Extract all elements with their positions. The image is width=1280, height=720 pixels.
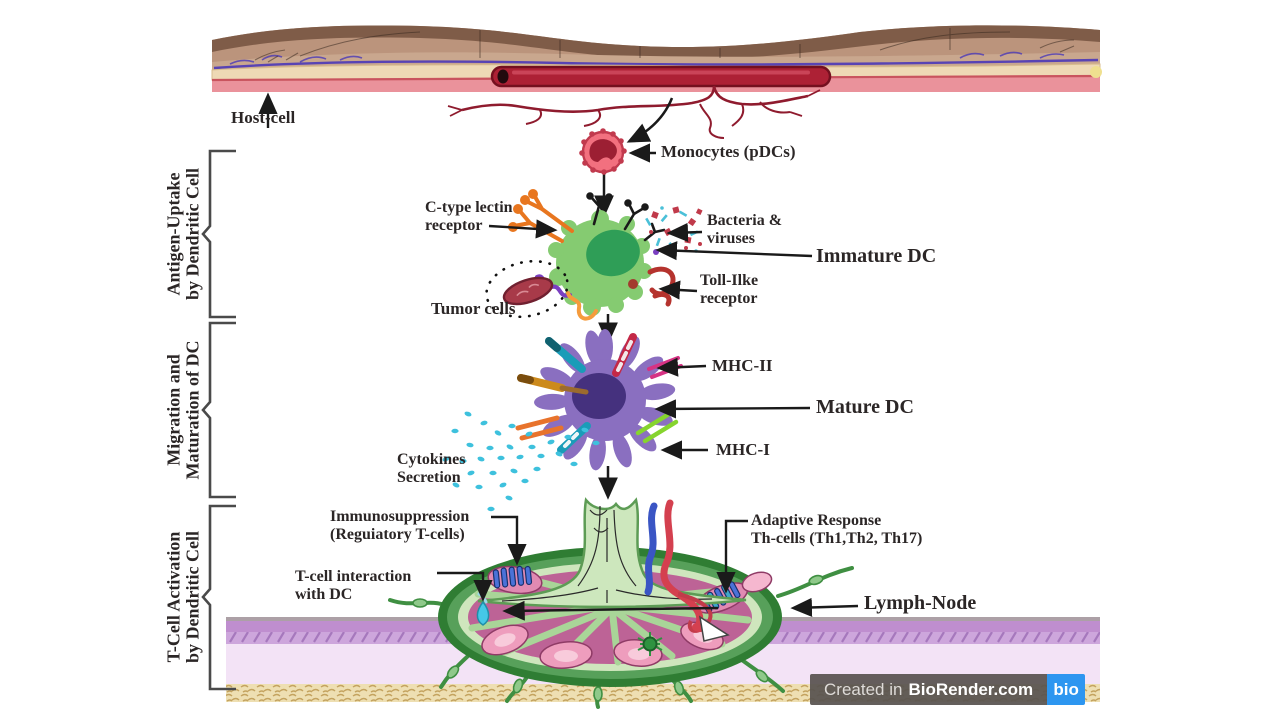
sail-cell-icon bbox=[698, 615, 730, 642]
bacteria-viruses-label: Bacteria & viruses bbox=[707, 212, 783, 247]
tcell-zone-left bbox=[492, 565, 533, 589]
tcell-droplet-icon bbox=[476, 600, 490, 626]
lymph-node-label: Lymph-Node bbox=[864, 592, 977, 614]
toll-like-receptor-icon bbox=[647, 266, 676, 307]
tumor-cells-label: Tumor cells bbox=[431, 299, 516, 318]
capillary-network bbox=[447, 85, 821, 139]
tcell-interaction-label: T-cell interaction with DC bbox=[295, 568, 412, 603]
mature-dc-cell bbox=[515, 329, 683, 471]
annotation-arrows bbox=[258, 92, 859, 618]
c-type-lectin-label: C-type lectin receptor bbox=[425, 199, 513, 234]
cytokines-label: Cytokines Secretion bbox=[397, 451, 466, 486]
section-brackets bbox=[201, 149, 236, 691]
tumor-cells bbox=[485, 259, 569, 319]
watermark-created-in-text: Created in bbox=[824, 679, 903, 699]
mature-dc-label: Mature DC bbox=[816, 396, 914, 418]
toll-like-label: Toll-Ilke receptor bbox=[700, 272, 759, 307]
adaptive-response-label: Adaptive Response Th-cells (Th1,Th2, Th1… bbox=[751, 512, 923, 547]
biorender-watermark[interactable]: Created in BioRender.com bio bbox=[810, 674, 1086, 705]
monocyte-cell bbox=[579, 128, 627, 175]
biorender-logo[interactable]: bio bbox=[1047, 674, 1086, 705]
mhc2-label: MHC-II bbox=[712, 356, 773, 375]
vein-icon bbox=[644, 502, 658, 596]
host-cell-label: Host-cell bbox=[231, 108, 296, 127]
biorender-watermark-bar[interactable]: Created in BioRender.com bbox=[810, 674, 1048, 705]
section-tcell-activation-label: T-Cell Activation by Dendritic Cell bbox=[163, 531, 203, 663]
monocytes-label: Monocytes (pDCs) bbox=[661, 142, 796, 161]
fc-receptor-icon bbox=[566, 291, 598, 321]
afferent-lymphatic-trunk bbox=[477, 497, 747, 609]
blood-vessel bbox=[490, 65, 832, 88]
artery-icon bbox=[660, 499, 704, 628]
lymph-node bbox=[388, 497, 854, 709]
watermark-brand-text: BioRender.com bbox=[908, 679, 1034, 699]
c-type-lectin-receptor-icon bbox=[508, 189, 574, 243]
mhc1-label: MHC-I bbox=[716, 440, 770, 459]
immunosuppression-label: Immunosuppression (Reguiatory T-cells) bbox=[330, 508, 470, 543]
cytokine-dots bbox=[442, 411, 600, 512]
follicular-dc-icon bbox=[637, 632, 663, 656]
immature-dc-label: Immature DC bbox=[816, 245, 937, 267]
antigen-receptor-icon bbox=[586, 192, 666, 242]
